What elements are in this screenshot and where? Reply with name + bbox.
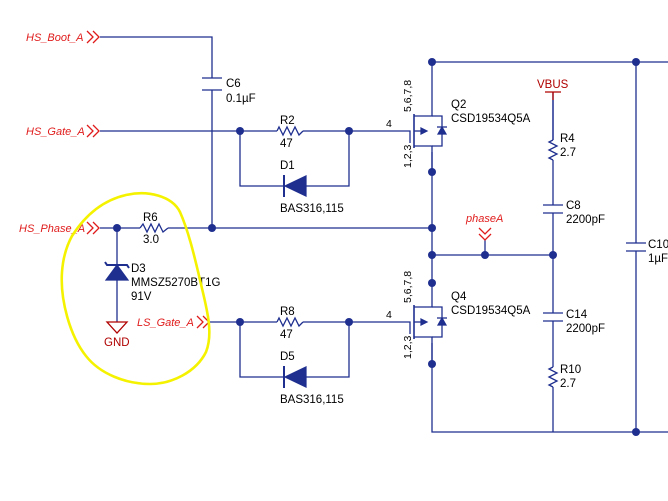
- junction: [481, 251, 489, 259]
- ground-symbol: GND: [104, 321, 130, 349]
- junction: [428, 224, 436, 232]
- ground-icon: [105, 321, 129, 334]
- q2-value: CSD19534Q5A: [451, 113, 531, 125]
- junction: [208, 224, 216, 232]
- net-label-ls-gate[interactable]: LS_Gate_A: [137, 315, 210, 329]
- r6-value: 3.0: [143, 234, 159, 246]
- gnd-label: GND: [104, 337, 130, 349]
- capacitor-c8[interactable]: C8 2200pF: [543, 200, 605, 226]
- wires: [100, 36, 668, 433]
- r2-ref: R2: [280, 115, 295, 127]
- junction: [236, 318, 244, 326]
- capacitor-c10[interactable]: C10 1µF: [626, 239, 668, 265]
- q4-source-pins: 1,2,3: [402, 335, 414, 359]
- junction: [345, 127, 353, 135]
- vbus-power-symbol: VBUS: [537, 79, 569, 140]
- q2-ref: Q2: [451, 99, 466, 111]
- resistor-r4[interactable]: R4 2.7: [547, 133, 576, 161]
- r10-value: 2.7: [560, 378, 576, 390]
- mosfet-q2[interactable]: 4 5,6,7,8 1,2,3 Q2 CSD19534Q5A: [386, 80, 531, 172]
- junction: [632, 58, 640, 66]
- highlight-annotation: [60, 191, 211, 386]
- q2-source-pins: 1,2,3: [402, 144, 414, 168]
- resistor-r10[interactable]: R10 2.7: [547, 364, 581, 390]
- q4-drain-pins: 5,6,7,8: [402, 271, 414, 303]
- c6-ref: C6: [226, 78, 241, 90]
- junction: [428, 279, 436, 287]
- q4-ref: Q4: [451, 291, 467, 303]
- c14-ref: C14: [566, 309, 588, 321]
- q4-gate-pin: 4: [386, 309, 392, 321]
- net-label-phase[interactable]: phaseA: [465, 213, 503, 241]
- mosfet-q4[interactable]: 4 5,6,7,8 1,2,3 Q4 CSD19534Q5A: [386, 271, 531, 364]
- net-label-text: HS_Gate_A: [26, 126, 85, 138]
- power-rail-icon: [545, 91, 561, 100]
- junction: [236, 127, 244, 135]
- d5-value: BAS316,115: [280, 394, 344, 406]
- r4-value: 2.7: [560, 147, 576, 159]
- resistor-r2[interactable]: R2 47: [276, 115, 304, 150]
- resistor-r6[interactable]: R6 3.0: [139, 212, 169, 246]
- r6-ref: R6: [143, 212, 158, 224]
- r8-value: 47: [280, 329, 293, 341]
- c10-ref: C10: [648, 239, 668, 251]
- q4-value: CSD19534Q5A: [451, 305, 531, 317]
- c8-ref: C8: [566, 200, 581, 212]
- d1-ref: D1: [280, 160, 295, 172]
- r10-ref: R10: [560, 364, 581, 376]
- diode-d1[interactable]: D1 BAS316,115: [280, 160, 344, 215]
- r4-ref: R4: [560, 133, 575, 145]
- c8-value: 2200pF: [566, 214, 605, 226]
- r2-value: 47: [280, 138, 293, 150]
- junction: [345, 318, 353, 326]
- zener-diode-d3[interactable]: D3 MMSZ5270BT1G 91V: [104, 261, 221, 303]
- q2-drain-pins: 5,6,7,8: [402, 80, 414, 112]
- offsheet-arrow-icon: [86, 124, 100, 138]
- diode-d5[interactable]: D5 BAS316,115: [280, 351, 344, 406]
- junction: [632, 428, 640, 436]
- vbus-label: VBUS: [537, 79, 569, 91]
- d1-value: BAS316,115: [280, 203, 344, 215]
- net-port-icon: [478, 227, 492, 241]
- net-label-text: LS_Gate_A: [137, 317, 194, 329]
- c6-value: 0.1µF: [226, 93, 256, 105]
- junction: [549, 251, 557, 259]
- offsheet-arrow-icon: [86, 221, 100, 235]
- d3-ref: D3: [131, 263, 146, 275]
- junction: [428, 251, 436, 259]
- d3-rating: 91V: [131, 291, 152, 303]
- junction-dots: [113, 58, 640, 436]
- c10-value: 1µF: [648, 253, 668, 265]
- net-label-text: HS_Phase_A: [19, 223, 85, 235]
- net-label-hs-phase[interactable]: HS_Phase_A: [19, 221, 100, 235]
- q2-gate-pin: 4: [386, 118, 392, 130]
- net-label-hs-gate[interactable]: HS_Gate_A: [26, 124, 100, 138]
- d3-value: MMSZ5270BT1G: [131, 277, 221, 289]
- c14-value: 2200pF: [566, 323, 605, 335]
- r8-ref: R8: [280, 306, 295, 318]
- resistor-r8[interactable]: R8 47: [276, 306, 304, 341]
- junction: [428, 58, 436, 66]
- capacitor-c6[interactable]: C6 0.1µF: [202, 77, 256, 105]
- junction: [113, 224, 121, 232]
- offsheet-arrow-icon: [86, 30, 100, 44]
- net-label-text: HS_Boot_A: [26, 32, 83, 44]
- net-label-text: phaseA: [465, 213, 503, 225]
- net-label-hs-boot[interactable]: HS_Boot_A: [26, 30, 100, 44]
- capacitor-c14[interactable]: C14 2200pF: [543, 309, 605, 335]
- d5-ref: D5: [280, 351, 295, 363]
